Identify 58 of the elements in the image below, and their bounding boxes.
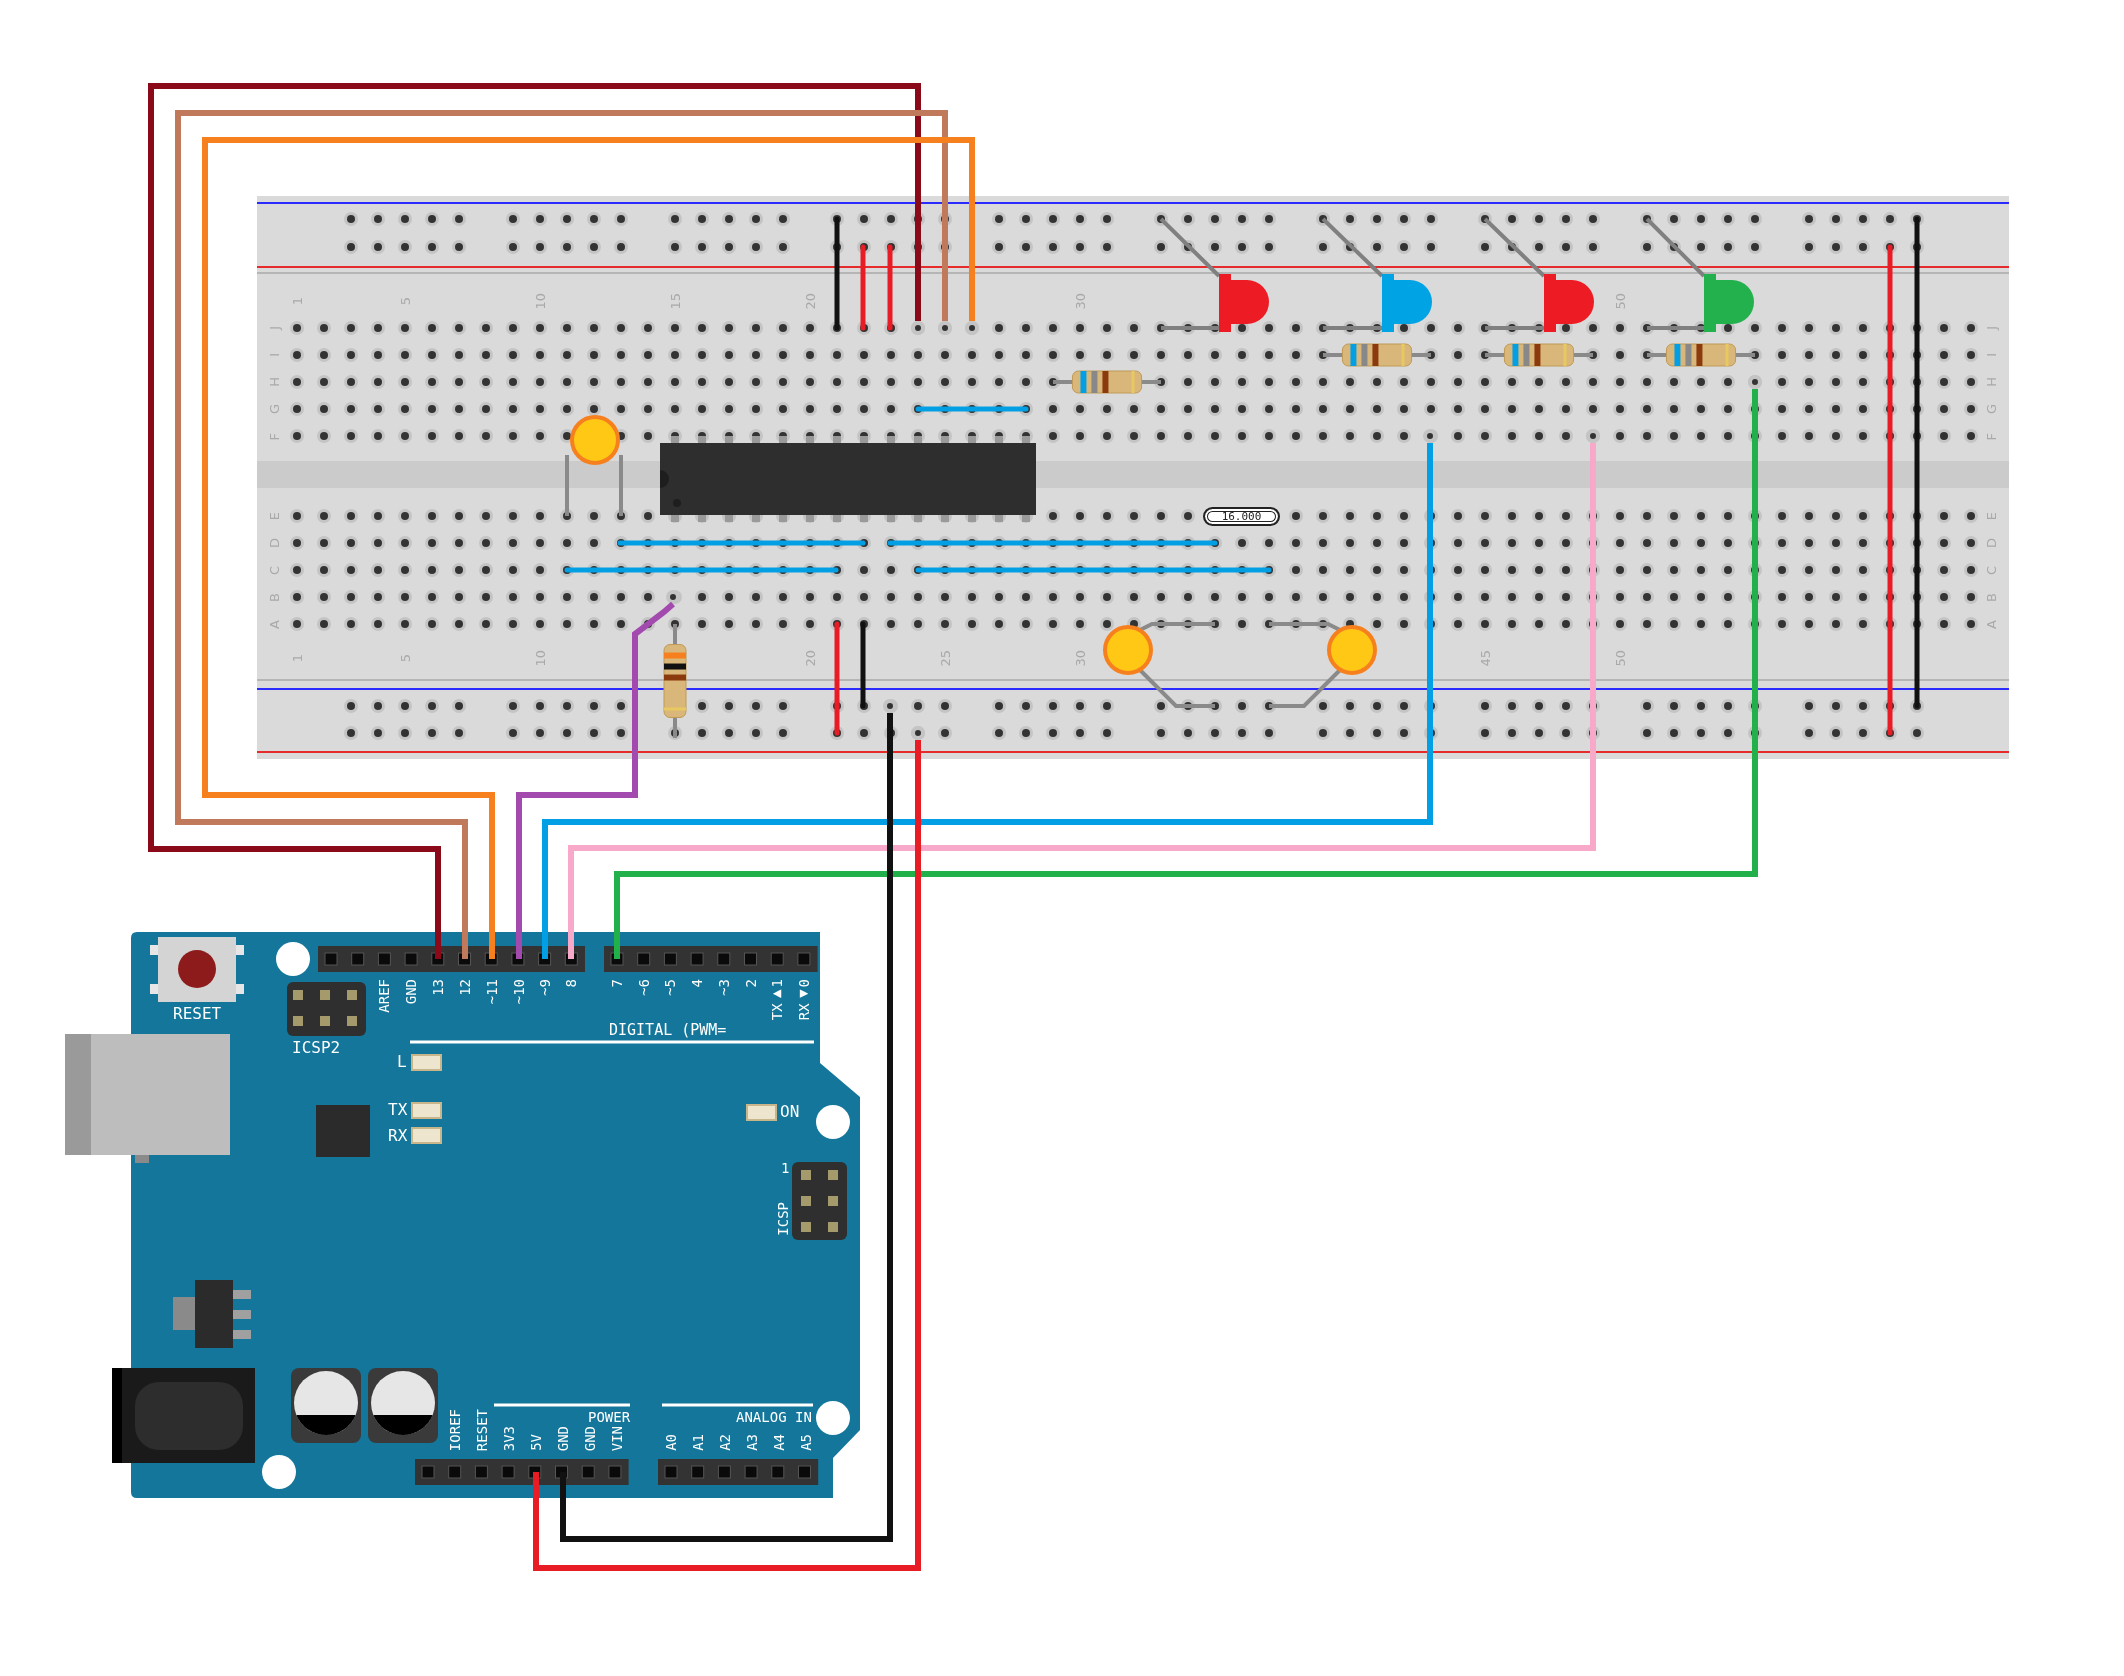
pin-label: A4 <box>772 1434 786 1451</box>
header-label: ICSP2 <box>292 1040 341 1056</box>
pin-label: 13 <box>431 979 445 996</box>
pin-label: ~5 <box>663 979 677 996</box>
frequency-label: 16.000 <box>1221 511 1262 522</box>
pin-label: A2 <box>718 1434 732 1451</box>
breadboard-hole <box>1586 429 1600 443</box>
pin-label: 1 <box>781 1161 790 1175</box>
breadboard-hole <box>938 321 952 335</box>
pin-label: TX▶1 <box>770 979 784 1021</box>
pin-label: 4 <box>690 979 704 988</box>
pin-label: IOREF <box>448 1409 462 1452</box>
pin-label: A5 <box>799 1434 813 1451</box>
pin-label: ~3 <box>717 979 731 996</box>
pin-label: GND <box>404 979 418 1005</box>
led-label: TX <box>388 1102 408 1118</box>
pin-label: ~6 <box>637 979 651 996</box>
pin-label: A3 <box>745 1434 759 1451</box>
pin-label: 3V3 <box>502 1426 516 1452</box>
pin-label: GND <box>583 1426 597 1452</box>
jumper-wire <box>516 601 675 959</box>
section-label: DIGITAL (PWM= <box>609 1022 727 1038</box>
pin-label: GND <box>556 1425 570 1451</box>
button-label: RESET <box>173 1006 222 1022</box>
pin-label: ~9 <box>538 979 552 996</box>
pin-label: ~11 <box>485 979 499 1005</box>
breadboard-hole <box>1423 429 1437 443</box>
pin-label: VIN <box>610 1426 624 1452</box>
pin-label: AREF <box>377 979 391 1013</box>
jumper-wire <box>568 443 1596 959</box>
header-label: ICSP <box>776 1202 790 1236</box>
breadboard-hole <box>965 321 979 335</box>
pin-label: 2 <box>744 979 758 988</box>
breadboard-hole <box>883 699 897 713</box>
section-label: ANALOG IN <box>736 1410 812 1424</box>
pin-label: RESET <box>475 1409 489 1452</box>
breadboard-hole <box>911 321 925 335</box>
pin-label: 12 <box>458 979 472 996</box>
breadboard-hole <box>911 726 925 740</box>
pin-label: ~10 <box>512 979 526 1005</box>
breadboard <box>257 196 2009 759</box>
led-label: RX <box>388 1128 408 1144</box>
pin-label: 8 <box>564 979 578 988</box>
breadboard-hole <box>666 590 680 604</box>
pin-label: RX◀0 <box>797 979 811 1021</box>
pin-label: A1 <box>691 1434 705 1451</box>
pin-label: 5V <box>529 1434 543 1451</box>
pin-label: 7 <box>610 979 624 988</box>
pin-label: A0 <box>664 1434 678 1451</box>
jumper-wire <box>614 389 1758 959</box>
jumper-wire <box>533 740 921 1571</box>
led-label: L <box>397 1054 407 1070</box>
breadboard-hole <box>1748 375 1762 389</box>
led-label: ON <box>780 1104 800 1120</box>
jumper-wire <box>542 443 1433 959</box>
jumper-wire <box>560 713 893 1542</box>
crystal-oscillator <box>1203 507 1280 526</box>
section-label: POWER <box>588 1410 631 1424</box>
